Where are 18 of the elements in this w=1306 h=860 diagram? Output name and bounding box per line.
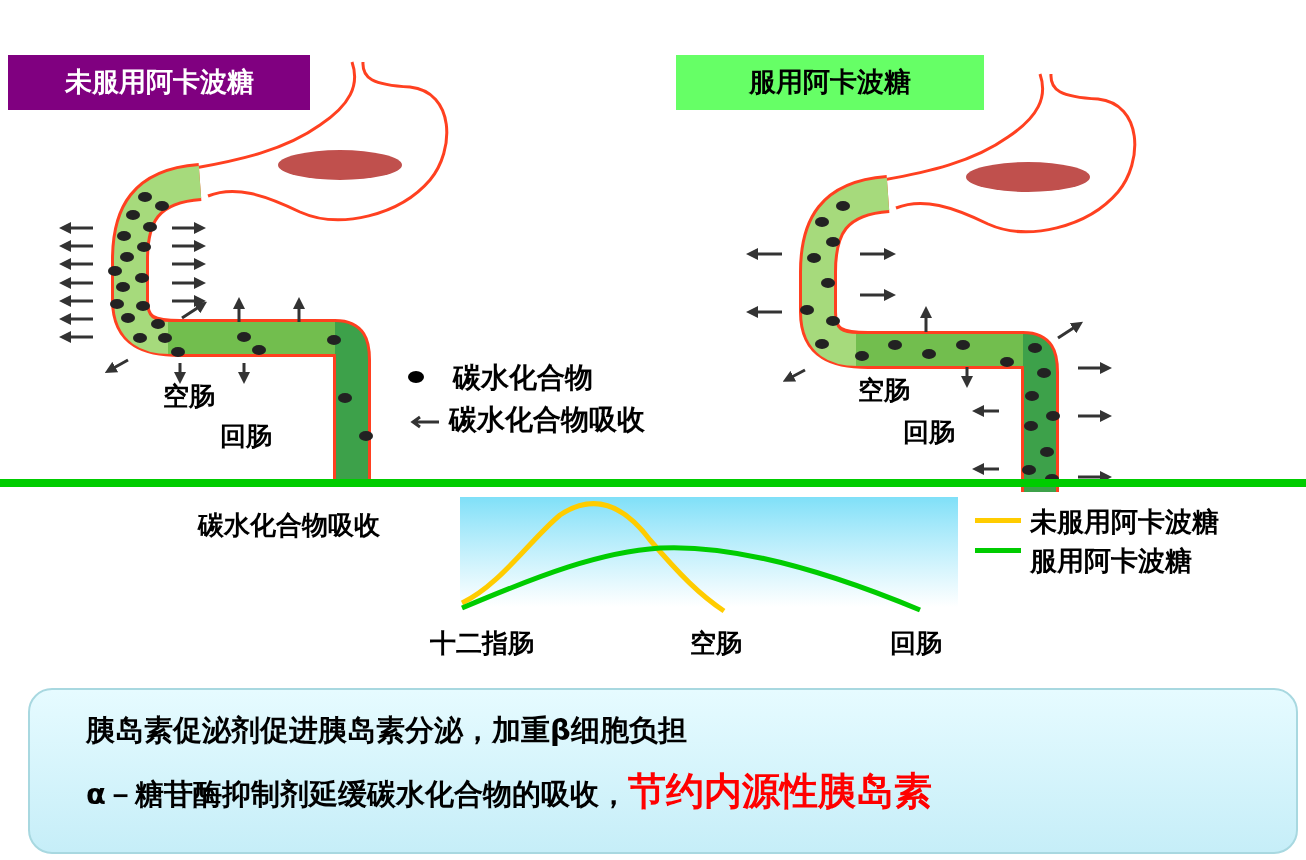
section-label: 回肠 [220, 423, 272, 449]
legend-text: 碳水化合物 [453, 364, 593, 392]
title-box: 服用阿卡波糖 [676, 55, 984, 110]
section-label: 回肠 [903, 419, 955, 445]
legend-text: 碳水化合物吸收 [449, 406, 645, 434]
legend-text: 服用阿卡波糖 [1030, 547, 1192, 574]
section-label: 空肠 [163, 383, 215, 409]
section-label: 空肠 [690, 630, 742, 656]
section-label: 空肠 [858, 377, 910, 403]
summary-panel [28, 688, 1298, 854]
title-box: 未服用阿卡波糖 [8, 55, 310, 110]
legend-text: 未服用阿卡波糖 [1030, 508, 1219, 535]
section-label: 碳水化合物吸收 [198, 512, 380, 538]
section-label: 回肠 [890, 630, 942, 656]
summary-text: 胰岛素促泌剂促进胰岛素分泌，加重β细胞负担 [86, 712, 688, 749]
section-label: 十二指肠 [430, 630, 534, 656]
highlight-text: 节约内源性胰岛素 [627, 768, 932, 816]
summary-text: α－糖苷酶抑制剂延缓碳水化合物的吸收， [86, 776, 628, 813]
